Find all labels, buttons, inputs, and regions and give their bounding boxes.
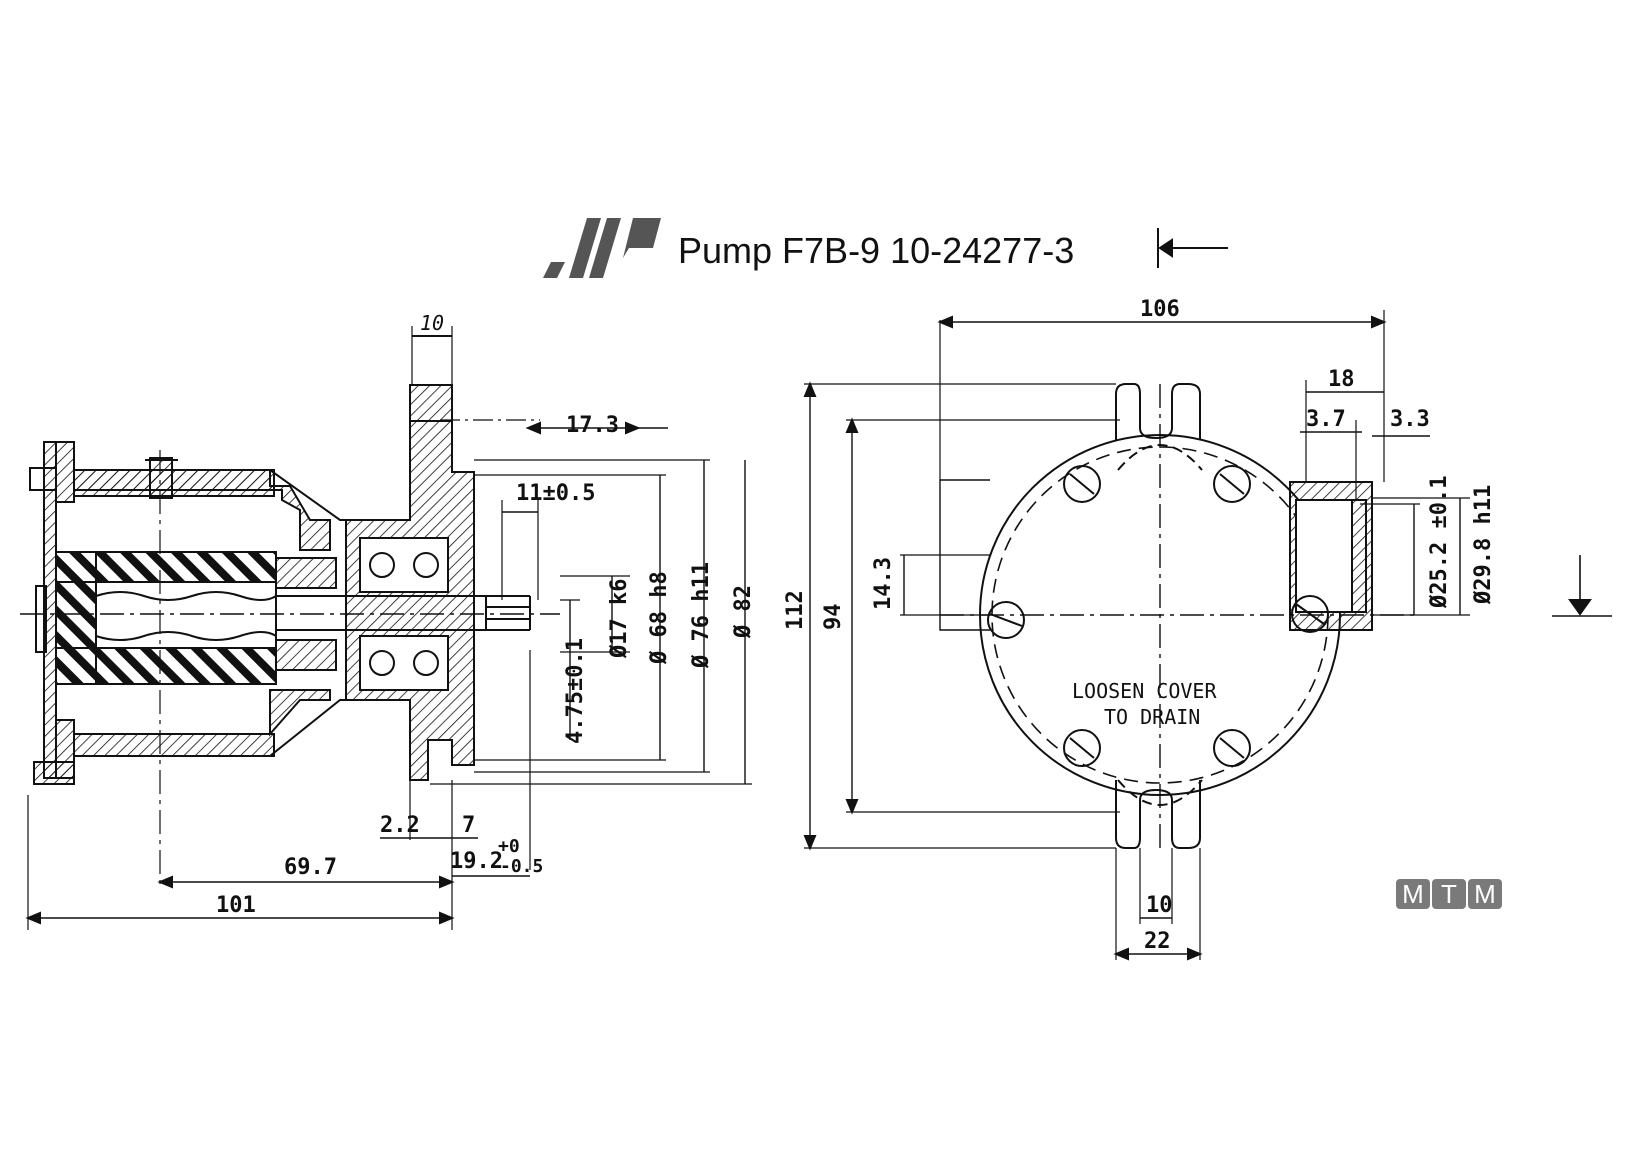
dim-shaft-end: 17.3 [566,413,619,438]
housing-lower [73,733,275,757]
dim-port-outer-diameter: Ø29.8 h11 [1471,485,1496,605]
dim-tolerance-lower: -0.5 [500,856,543,877]
cover-screws [987,465,1329,767]
dim-flange-width: 10 [420,311,444,335]
bearing-upper [359,537,449,593]
drain-note-line-2: TO DRAIN [1104,705,1200,729]
dim-port-b: 3.3 [1390,407,1430,432]
dim-gap: 2.2 [380,813,420,838]
dim-overall-length: 101 [216,893,256,918]
dim-flange-diameter: Ø 82 [731,585,756,639]
dim-lug-width: 22 [1144,929,1171,954]
dim-port-offset: 14.3 [871,557,896,610]
cover-screw-6 [1213,729,1251,767]
seal-lower [275,639,337,671]
drain-note-line-1: LOOSEN COVER [1072,679,1217,703]
datum-arrow-top [1157,228,1228,268]
dim-port-length: 18 [1328,367,1355,392]
dim-port-a: 3.7 [1306,407,1346,432]
dim-center-distance: 69.7 [284,855,337,880]
cover-screw-bottom [33,761,75,785]
cover-screw-5 [1063,729,1101,767]
seal-upper [275,557,337,589]
dim-shaft-length: 19.2 [450,849,503,874]
brand-logo [543,218,661,278]
dim-key-height: 4.75±0.1 [563,638,588,744]
cover-screw-1 [1063,465,1101,503]
dim-height: 112 [783,590,808,630]
end-view-labels: 106 18 3.7 3.3 112 94 14.3 Ø25.2 ±0.1 Ø2… [783,297,1496,954]
dim-shaft-diameter: Ø17 k6 [607,579,632,659]
side-view-labels: 10 17.3 11±0.5 Ø17 k6 Ø 68 h8 Ø 76 h11 Ø… [216,311,756,918]
dim-bolt-span: 94 [821,604,846,631]
side-view [20,326,752,930]
cover-screw-3 [987,601,1025,639]
dim-spigot-diameter: Ø 76 h11 [689,562,714,669]
brand-badge-letter: T [1441,879,1457,909]
bearing-lower [359,635,449,691]
grease-nipple [149,457,173,499]
mounting-lug-bottom [1115,780,1201,849]
end-view [803,310,1612,961]
mounting-lug-top [1115,383,1201,440]
dim-slot-width: 10 [1146,893,1173,918]
dim-keyway-length: 11±0.5 [516,481,595,506]
dim-tolerance-upper: +0 [498,836,520,857]
dim-pilot-diameter: Ø 68 h8 [647,571,672,665]
brand-badge-letter: M [1474,879,1496,909]
cover-screw-top [29,467,57,491]
dim-port-inner-diameter: Ø25.2 ±0.1 [1427,476,1452,609]
cover-screw-2 [1213,465,1251,503]
page-title: Pump F7B-9 10-24277-3 [678,230,1074,271]
dim-flange-thickness: 7 [462,813,475,838]
brand-badge-letter: M [1402,879,1424,909]
cover-screw-4 [1291,595,1329,633]
cover-plate [55,441,75,503]
dim-width: 106 [1140,297,1180,322]
